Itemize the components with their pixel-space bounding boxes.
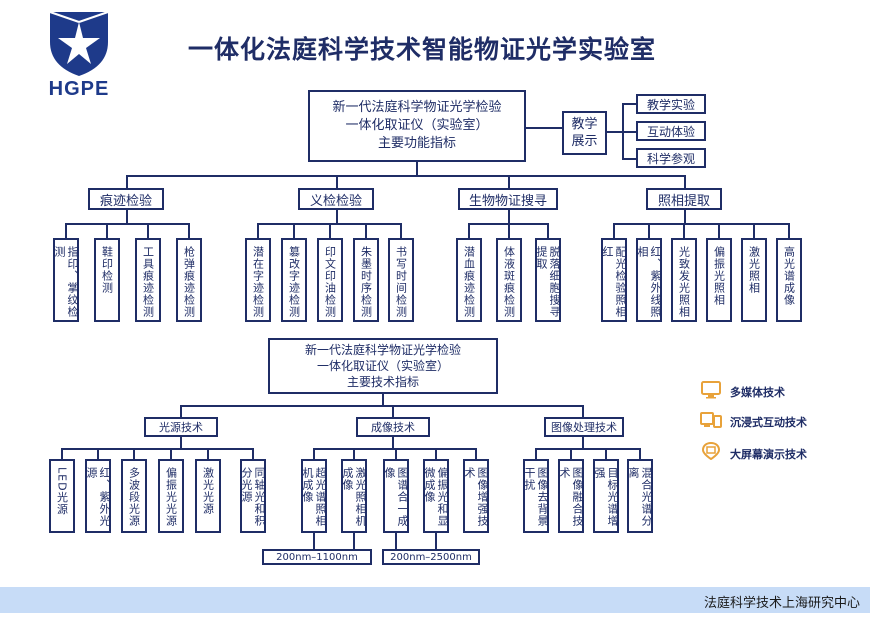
leaf-spectral-imaging: 图谱合一成像 bbox=[383, 459, 409, 533]
function-line-2: 一体化取证仪（实验室） bbox=[345, 118, 489, 133]
leaf-image-fusion: 图像融合技术 bbox=[558, 459, 584, 533]
tech-line-1: 新一代法庭科学物证光学检验 bbox=[304, 343, 461, 357]
category-document: 义检检验 bbox=[298, 188, 374, 210]
category-trace: 痕迹检验 bbox=[88, 188, 164, 210]
function-line-1: 新一代法庭科学物证光学检验 bbox=[332, 100, 502, 115]
leaf-coaxial-source: 同轴光和积分光源 bbox=[240, 459, 266, 533]
range-2500: 200nm–2500nm bbox=[382, 549, 480, 565]
leaf-body-fluid: 体液斑痕检测 bbox=[496, 238, 522, 322]
function-line-3: 主要功能指标 bbox=[377, 136, 456, 151]
leaf-uv-ir-source: 红、紫外光源 bbox=[85, 459, 111, 533]
teaching-item-experiment: 教学实验 bbox=[636, 94, 706, 114]
leaf-hyperspectral: 高光谱成像 bbox=[776, 238, 802, 322]
leaf-polarized-photo: 偏振光照相 bbox=[706, 238, 732, 322]
leaf-light-photo-red: 配光检验照相红 bbox=[601, 238, 627, 322]
leaf-hyperspectral-camera: 超光谱照相机成像 bbox=[301, 459, 327, 533]
leaf-laser-source: 激光光源 bbox=[195, 459, 221, 533]
shield-star-logo-icon bbox=[49, 11, 109, 76]
tech-indicators-box: 新一代法庭科学物证光学检验 一体化取证仪（实验室） 主要技术指标 bbox=[268, 338, 498, 394]
leaf-multiband: 多波段光源 bbox=[121, 459, 147, 533]
category-image-processing: 图像处理技术 bbox=[544, 417, 624, 437]
location-screen-icon bbox=[701, 442, 721, 460]
leaf-polarized-source: 偏振光光源 bbox=[158, 459, 184, 533]
leaf-latent-writing: 潜在字迹检测 bbox=[245, 238, 271, 322]
leaf-seal-ink: 印文印油检测 bbox=[317, 238, 343, 322]
leaf-tool-mark: 工具痕迹检测 bbox=[135, 238, 161, 322]
legend-immersive: 沉浸式互动技术 bbox=[730, 416, 807, 429]
leaf-led: LED光源 bbox=[49, 459, 75, 533]
tech-line-2: 一体化取证仪（实验室） bbox=[316, 359, 449, 373]
leaf-ink-sequence: 朱墨时序检测 bbox=[353, 238, 379, 322]
leaf-target-spectral: 目标光谱增强 bbox=[593, 459, 619, 533]
devices-icon bbox=[700, 412, 722, 428]
leaf-polarized-micro: 偏振光和显微成像 bbox=[423, 459, 449, 533]
footer-bar: 法庭科学技术上海研究中心 bbox=[0, 587, 870, 613]
page-title: 一体化法庭科学技术智能物证光学实验室 bbox=[188, 35, 657, 64]
category-light-source: 光源技术 bbox=[144, 417, 218, 437]
category-imaging: 成像技术 bbox=[356, 417, 430, 437]
leaf-image-enhance: 图像增强技术 bbox=[463, 459, 489, 533]
function-indicators-box: 新一代法庭科学物证光学检验 一体化取证仪（实验室） 主要功能指标 bbox=[308, 90, 526, 162]
range-1100: 200nm–1100nm bbox=[262, 549, 372, 565]
leaf-altered-writing: 篡改字迹检测 bbox=[281, 238, 307, 322]
leaf-shoeprint: 鞋印检测 bbox=[94, 238, 120, 322]
leaf-writing-time: 书写时间检测 bbox=[388, 238, 414, 322]
teaching-label: 教学 展示 bbox=[571, 117, 598, 149]
leaf-bg-removal: 图像去背景干扰 bbox=[523, 459, 549, 533]
teaching-item-interactive: 互动体验 bbox=[636, 121, 706, 141]
leaf-laser-photo: 激光照相 bbox=[741, 238, 767, 322]
leaf-firearm: 枪弹痕迹检测 bbox=[176, 238, 202, 322]
leaf-uv-ir-photo: 红、紫外线照相 bbox=[636, 238, 662, 322]
legend-multimedia: 多媒体技术 bbox=[730, 386, 785, 399]
leaf-laser-camera: 激光照相机成像 bbox=[341, 459, 367, 533]
tech-line-3: 主要技术指标 bbox=[346, 375, 419, 389]
category-biological: 生物物证搜寻 bbox=[458, 188, 558, 210]
leaf-latent-blood: 潜血痕迹检测 bbox=[456, 238, 482, 322]
legend-large-screen: 大屏幕演示技术 bbox=[730, 448, 807, 461]
leaf-shed-cells: 脱落细胞搜寻提取 bbox=[535, 238, 561, 322]
teaching-box: 教学 展示 bbox=[562, 111, 607, 155]
category-photography: 照相提取 bbox=[646, 188, 722, 210]
teaching-item-visit: 科学参观 bbox=[636, 148, 706, 168]
monitor-icon bbox=[701, 381, 721, 399]
footer-text: 法庭科学技术上海研究中心 bbox=[703, 596, 860, 611]
logo: HGPE bbox=[40, 8, 118, 104]
leaf-mixed-spectral: 混合光谱分离 bbox=[627, 459, 653, 533]
leaf-fingerprint: 指印、掌纹检测 bbox=[53, 238, 79, 322]
leaf-photoluminescence: 光致发光照相 bbox=[671, 238, 697, 322]
logo-text: HGPE bbox=[48, 78, 110, 100]
